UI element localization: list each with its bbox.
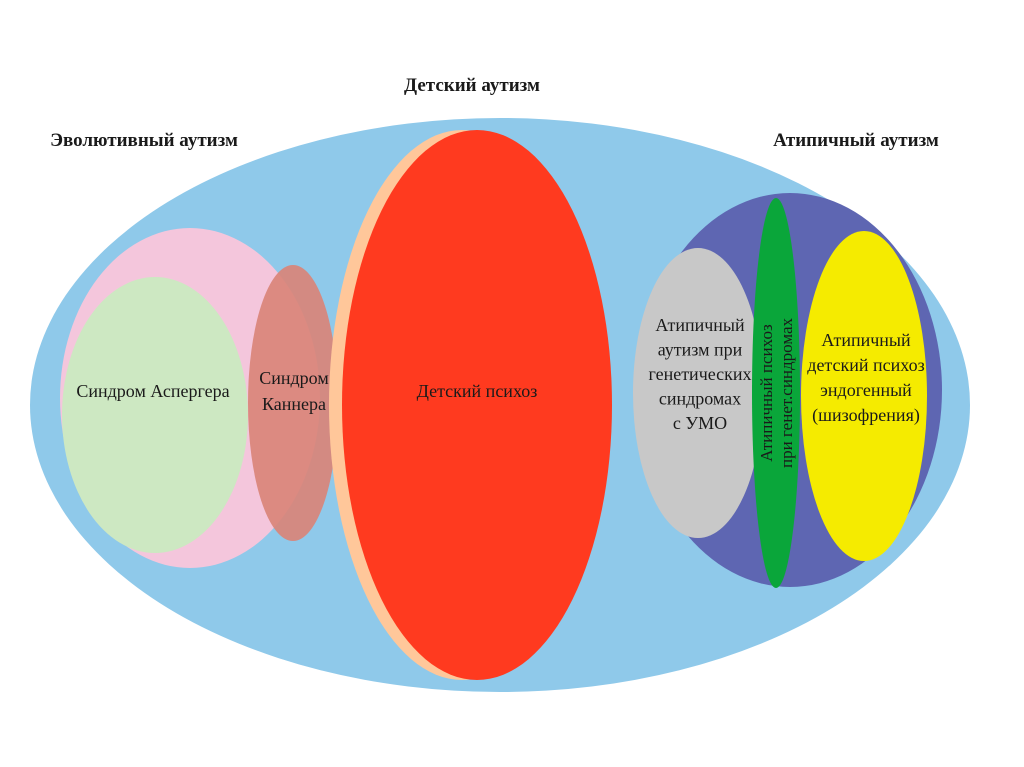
- label-line: Каннера: [262, 394, 326, 414]
- label-line: аутизм при: [658, 340, 743, 360]
- label-line: Атипичный: [821, 330, 911, 350]
- label-line: генетических: [648, 364, 751, 384]
- label-line: Атипичный: [655, 315, 745, 335]
- label-line: Синдром Аспергера: [76, 381, 229, 401]
- asperger-label: Синдром Аспергера: [76, 381, 229, 401]
- label-line: при генет.синдромах: [777, 317, 796, 468]
- genetic-syndromes-ellipse: [633, 248, 763, 538]
- label-line: детский психоз: [807, 355, 924, 375]
- genetic-psychosis-label: Атипичный психозпри генет.синдромах: [757, 317, 796, 468]
- label-line: с УМО: [673, 413, 727, 433]
- endogenous-label: Атипичный детский психоз эндогенный (шизофр…: [807, 330, 924, 426]
- label-line: Атипичный психоз: [757, 324, 776, 462]
- endogenous-psychosis-ellipse: [801, 231, 927, 561]
- asperger-ellipse: [62, 277, 248, 553]
- heading-center: Детский аутизм: [404, 75, 540, 96]
- genetic-psychosis-band: [752, 198, 800, 588]
- genetic-label: Атипичный аутизм при генетических синдромах…: [648, 315, 751, 433]
- kanner-ellipse: [248, 265, 338, 541]
- psychosis-label: Детский психоз: [417, 381, 538, 401]
- psychosis-ellipse: [342, 130, 612, 680]
- label-line: Синдром: [259, 368, 328, 388]
- label-line: Детский психоз: [417, 381, 538, 401]
- heading-left: Эволютивный аутизм: [50, 130, 238, 151]
- heading-right: Атипичный аутизм: [773, 130, 939, 151]
- label-line: (шизофрения): [812, 405, 920, 426]
- label-line: эндогенный: [820, 380, 912, 400]
- label-line: синдромах: [659, 389, 741, 409]
